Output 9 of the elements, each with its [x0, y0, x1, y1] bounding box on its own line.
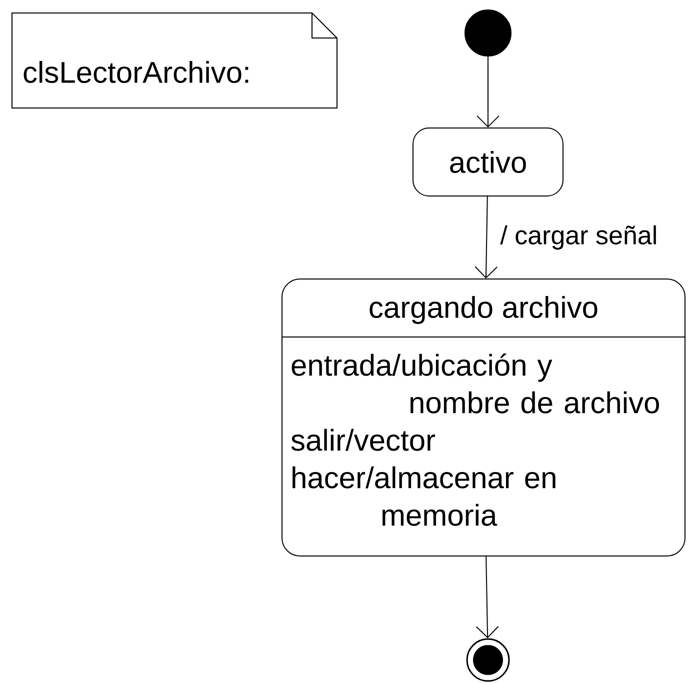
initial-state [464, 10, 512, 56]
edge-label: / cargar señal [500, 225, 656, 250]
state-box: cargando archivo entrada/ubicación y nombre de archivo salir/vector hacer/almacenar en memoria [282, 278, 686, 556]
state-box: activo [412, 128, 564, 196]
final-state [466, 638, 510, 682]
note-box: clsLectorArchivo: [12, 12, 338, 108]
arrow [476, 556, 499, 638]
arrow [476, 56, 500, 128]
arrow [474, 196, 498, 278]
